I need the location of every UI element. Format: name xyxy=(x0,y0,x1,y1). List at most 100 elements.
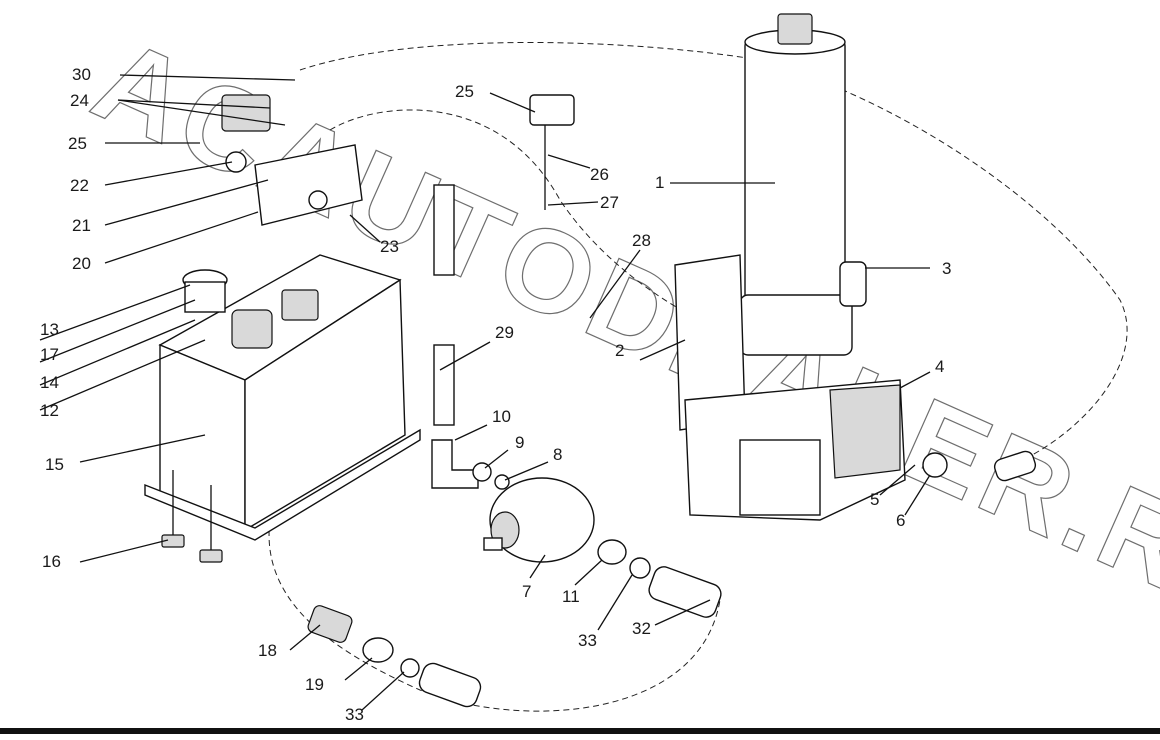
pump-shaft xyxy=(483,537,503,551)
lever-arm xyxy=(529,94,575,126)
leader-lines xyxy=(39,74,931,711)
leader-23 xyxy=(349,214,381,243)
leader-32 xyxy=(654,599,711,626)
leader-18 xyxy=(289,624,321,651)
cylinder-collar xyxy=(739,294,853,356)
valve-handle-block xyxy=(221,94,271,132)
callout-2: 2 xyxy=(615,341,624,360)
valve-body xyxy=(254,144,363,226)
leader-5 xyxy=(879,464,916,496)
callout-10: 10 xyxy=(492,407,511,426)
lever-assembly xyxy=(529,94,575,210)
callout-24: 24 xyxy=(70,91,89,110)
fitting-19 xyxy=(362,637,394,663)
callout-4: 4 xyxy=(935,357,944,376)
fitting-8 xyxy=(494,474,510,490)
leader-33-right xyxy=(597,574,633,631)
suction-hose xyxy=(418,662,482,708)
hose-end-right xyxy=(993,450,1037,482)
leader-24b xyxy=(117,99,271,109)
leader-7 xyxy=(529,554,546,579)
callout-6: 6 xyxy=(896,511,905,530)
callout-12: 12 xyxy=(40,401,59,420)
cylinder-body xyxy=(744,39,846,306)
callout-1: 1 xyxy=(655,173,664,192)
bracket-side-plate xyxy=(829,384,901,479)
leader-6 xyxy=(904,474,931,516)
hydraulic-cylinder xyxy=(739,13,867,356)
callout-9: 9 xyxy=(515,433,524,452)
callout-18: 18 xyxy=(258,641,277,660)
hydraulic-pump xyxy=(483,477,595,563)
leader-8 xyxy=(504,461,549,481)
callout-14: 14 xyxy=(40,373,59,392)
leader-16 xyxy=(79,539,169,563)
callout-19: 19 xyxy=(305,675,324,694)
clamp-33-right xyxy=(629,557,651,579)
hose-lines xyxy=(268,42,1128,712)
callout-29: 29 xyxy=(495,323,514,342)
fitting-6 xyxy=(922,452,948,478)
leader-14 xyxy=(39,319,196,386)
tank-side xyxy=(244,278,406,532)
fitting-18 xyxy=(307,605,353,643)
callout-25-left: 25 xyxy=(68,134,87,153)
leader-15 xyxy=(79,434,206,463)
callout-5: 5 xyxy=(870,490,879,509)
pipe-segment-lower xyxy=(433,344,455,426)
pipe-segment-upper xyxy=(433,184,455,276)
tank-foot-right xyxy=(199,549,223,563)
tank-base-rail xyxy=(144,428,421,541)
hose-32 xyxy=(648,566,722,618)
tank-connector xyxy=(281,289,319,321)
leader-19 xyxy=(344,657,373,681)
leader-22 xyxy=(104,161,233,186)
callout-13: 13 xyxy=(40,320,59,339)
leader-28 xyxy=(589,249,641,319)
callout-3: 3 xyxy=(942,259,951,278)
leader-29 xyxy=(439,341,491,371)
cylinder-top-nut xyxy=(777,13,813,45)
callouts: 30 24 25 22 21 20 23 25 26 27 1 28 3 13 … xyxy=(40,65,951,724)
bracket-lower-block xyxy=(739,439,821,516)
valve-fitting xyxy=(225,151,247,173)
cylinder-side-port xyxy=(839,261,867,307)
clamp-33-left xyxy=(400,658,420,678)
callout-30: 30 xyxy=(72,65,91,84)
bottom-border-bar xyxy=(0,728,1160,734)
leader-10 xyxy=(454,424,488,441)
elbow-fitting xyxy=(431,439,479,489)
callout-20: 20 xyxy=(72,254,91,273)
leader-20 xyxy=(104,211,259,264)
leader-2 xyxy=(639,339,686,361)
callout-23: 23 xyxy=(380,237,399,256)
callout-22: 22 xyxy=(70,176,89,195)
valve-outlet-fitting xyxy=(308,190,328,210)
mounting-bracket xyxy=(674,254,906,521)
suction-hose-outline xyxy=(268,519,721,712)
tank-feet xyxy=(161,470,223,563)
leader-4 xyxy=(899,371,931,389)
suction-fittings xyxy=(307,605,482,708)
callout-11: 11 xyxy=(562,587,580,606)
hydraulic-tank xyxy=(144,254,421,541)
callout-8: 8 xyxy=(553,445,562,464)
callout-27: 27 xyxy=(600,193,619,212)
control-valve xyxy=(221,94,363,226)
callout-16: 16 xyxy=(42,552,61,571)
leader-26 xyxy=(547,154,591,169)
callout-17: 17 xyxy=(40,345,59,364)
callout-7: 7 xyxy=(522,582,531,601)
callout-21: 21 xyxy=(72,216,91,235)
return-filter xyxy=(231,309,273,349)
leader-21 xyxy=(104,179,269,226)
leader-12 xyxy=(39,339,206,411)
callout-25-right: 25 xyxy=(455,82,474,101)
leader-33-left xyxy=(361,671,405,711)
callout-28: 28 xyxy=(632,231,651,250)
filler-neck xyxy=(184,281,226,313)
callout-33-right: 33 xyxy=(578,631,597,650)
fitting-11 xyxy=(597,539,627,565)
callout-33-left: 33 xyxy=(345,705,364,724)
